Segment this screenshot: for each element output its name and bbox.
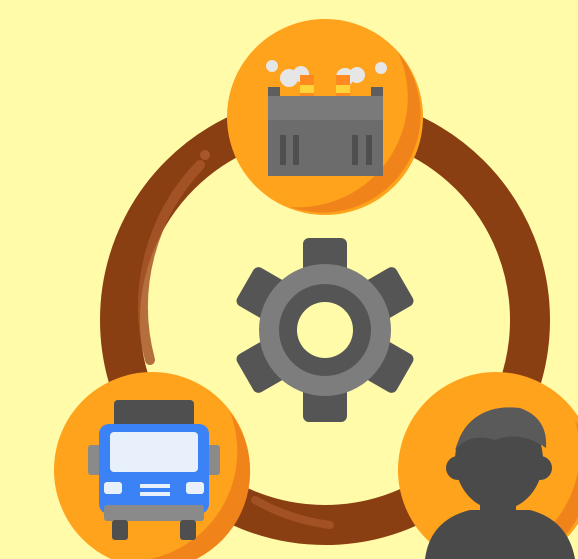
truck-icon: [88, 400, 220, 540]
person-icon: [425, 407, 575, 559]
factory-node: [227, 19, 423, 215]
truck-node: [54, 372, 251, 559]
factory-icon: [266, 60, 387, 176]
person-node: [398, 372, 578, 559]
gear-icon: [236, 238, 414, 422]
